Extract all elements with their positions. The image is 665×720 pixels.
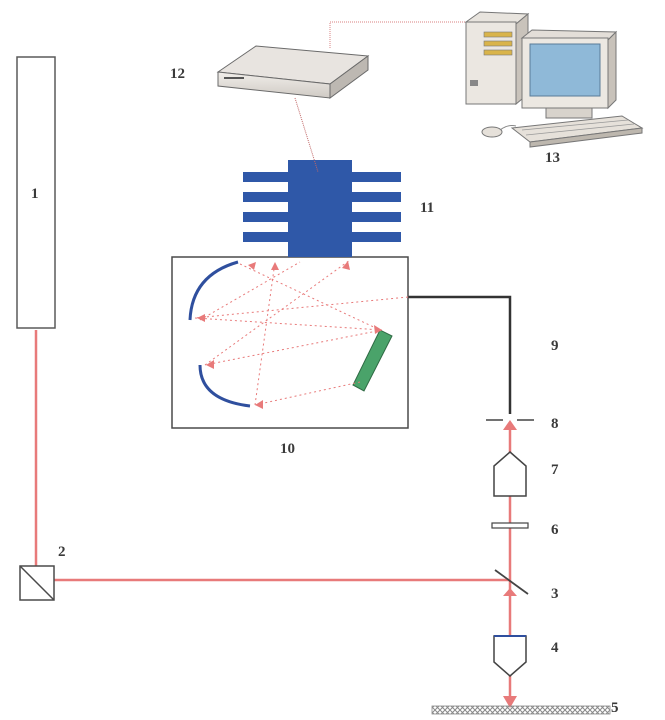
label-fiber: 9 — [551, 338, 559, 354]
optical-fiber — [408, 295, 512, 414]
label-filter: 6 — [551, 522, 559, 538]
sample — [431, 705, 611, 715]
label-pinhole: 8 — [551, 416, 559, 432]
label-laser: 1 — [31, 186, 39, 202]
label-objective-upper: 7 — [551, 462, 559, 478]
cable-controller-ccd — [294, 97, 319, 173]
label-spectrometer: 10 — [280, 441, 295, 457]
prism — [19, 565, 55, 601]
label-objective-lower: 4 — [551, 640, 559, 656]
label-computer: 13 — [545, 150, 560, 166]
computer-icon — [464, 11, 644, 148]
spectrometer — [171, 256, 409, 429]
label-prism: 2 — [58, 544, 66, 560]
ccd-detector — [243, 160, 401, 257]
label-controller: 12 — [170, 66, 185, 82]
objective-upper — [493, 451, 527, 497]
cable-controller-computer — [329, 21, 470, 48]
label-sample: 5 — [611, 700, 619, 716]
beam-splitter — [494, 569, 529, 595]
controller-unit — [216, 45, 370, 99]
objective-lower — [493, 635, 527, 677]
label-beam-splitter: 3 — [551, 586, 559, 602]
label-ccd-detector: 11 — [420, 200, 434, 216]
laser-source — [16, 56, 56, 329]
filter — [491, 522, 529, 529]
